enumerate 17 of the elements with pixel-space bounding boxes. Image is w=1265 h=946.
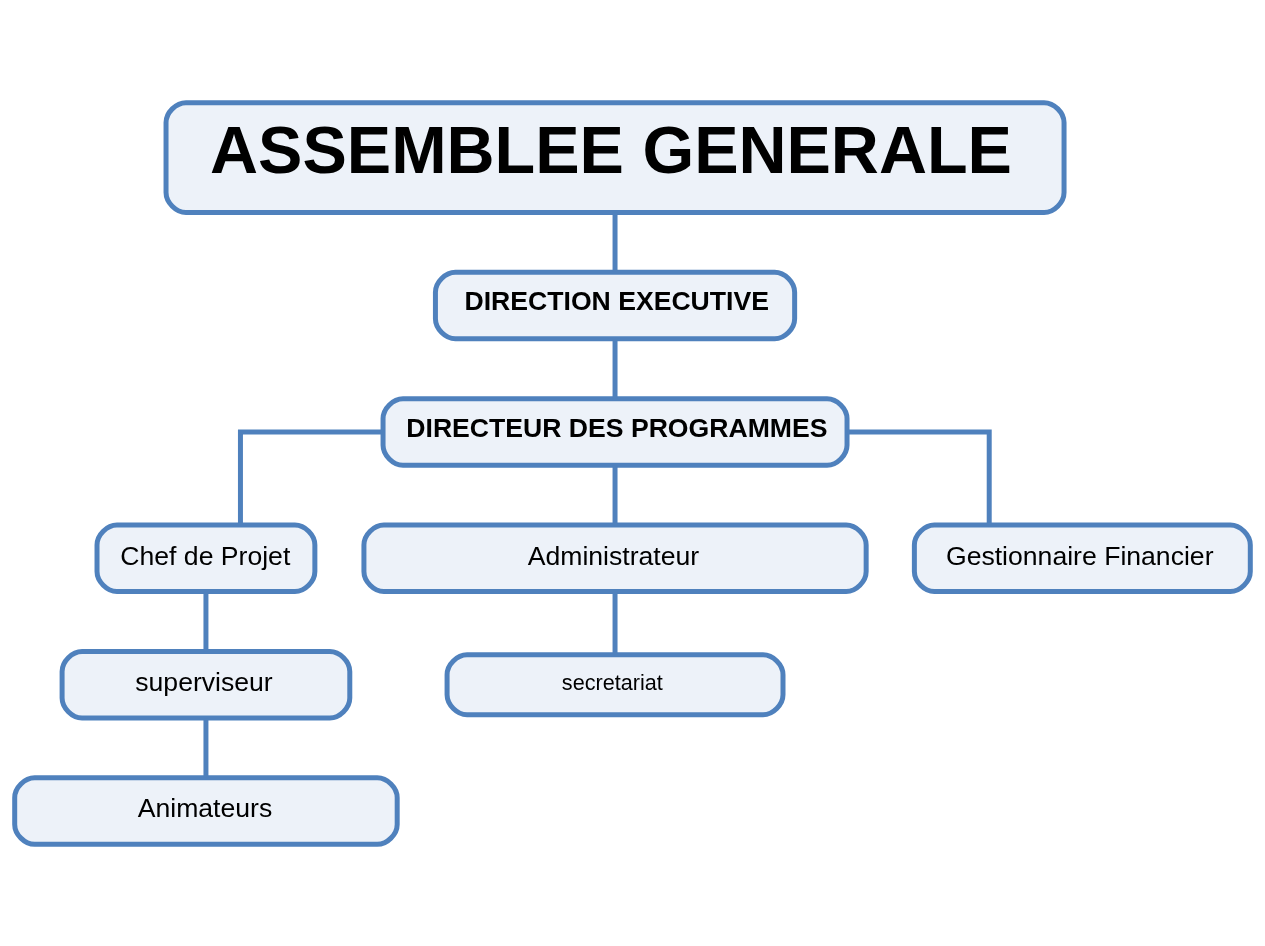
- node-box: Administrateur: [361, 522, 869, 594]
- node-box: Animateurs: [12, 774, 400, 847]
- node-box: secretariat: [444, 651, 786, 717]
- connector: [612, 465, 618, 525]
- connector: [612, 338, 618, 398]
- connector: [612, 212, 618, 272]
- node-box: ASSEMBLEE GENERALE: [163, 99, 1067, 215]
- connector: [612, 591, 618, 655]
- node-box: DIRECTEUR DES PROGRAMMES: [380, 395, 850, 468]
- node-box: Gestionnaire Financier: [911, 522, 1253, 594]
- node-box: Chef de Projet: [94, 522, 318, 594]
- connector: [847, 428, 992, 524]
- node-box: DIRECTION EXECUTIVE: [432, 269, 798, 341]
- connector: [237, 428, 383, 524]
- connector: [203, 591, 209, 651]
- connector: [203, 718, 209, 778]
- node-box: superviseur: [59, 648, 353, 720]
